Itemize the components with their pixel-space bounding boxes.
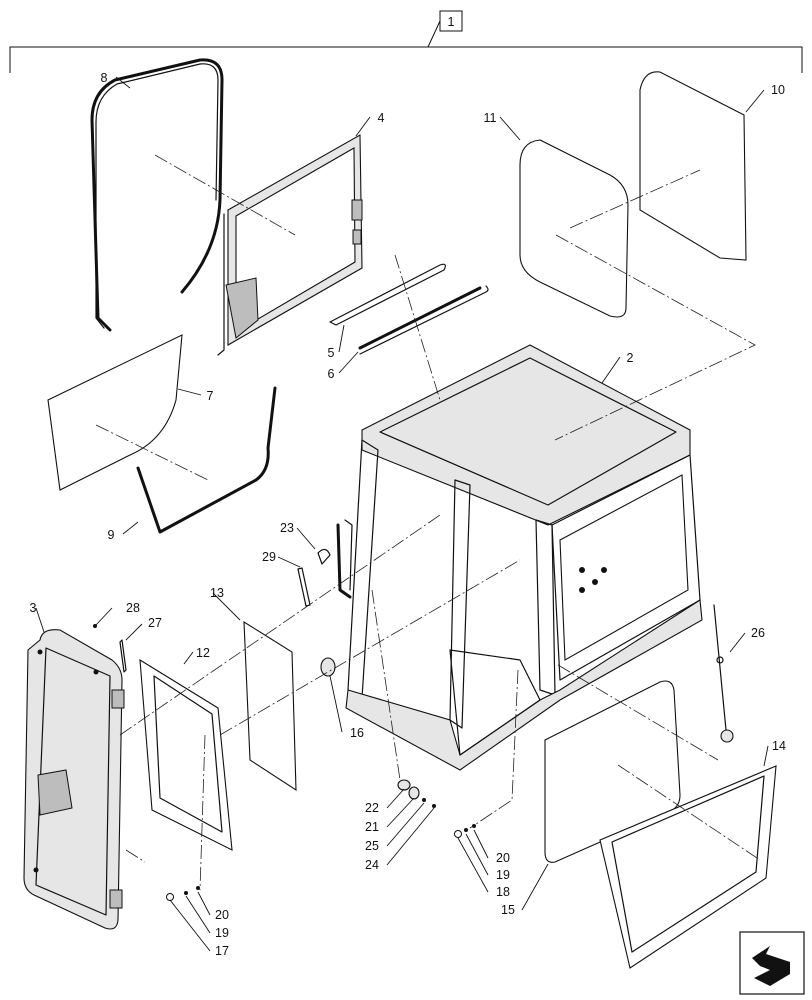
- cab-door: [23, 629, 125, 930]
- callout-12: 12: [196, 646, 210, 660]
- cab-frame: [336, 344, 703, 771]
- rear-glass-panel: [639, 71, 747, 261]
- rear-glass: [519, 139, 629, 318]
- door-lower-glass-seal: [136, 386, 277, 534]
- callout-15: 15: [501, 903, 515, 917]
- glass-slider-seal: [358, 285, 489, 355]
- callout-10: 10: [771, 83, 785, 97]
- assembly-bracket: 1: [9, 10, 803, 73]
- leader-lines: [35, 76, 769, 952]
- centerlines: [95, 154, 761, 891]
- callout-6: 6: [328, 367, 335, 381]
- callout-labels: 8 4 10 11 2 5 6 7 9 23 29 3 28 27 13 12 …: [30, 71, 786, 958]
- callout-18: 18: [496, 885, 510, 899]
- rear-lower-glass-panel: [599, 765, 777, 969]
- callout-28: 28: [126, 601, 140, 615]
- callout-9: 9: [108, 528, 115, 542]
- callout-21: 21: [365, 820, 379, 834]
- callout-16: 16: [350, 726, 364, 740]
- door-window-frame: [217, 134, 363, 356]
- wiper-rod: [713, 604, 734, 743]
- grommet: [320, 657, 336, 677]
- door-glass-seal: [90, 58, 224, 332]
- assembly-label: 1: [448, 15, 455, 29]
- callout-13: 13: [210, 586, 224, 600]
- door-lower-glass: [47, 334, 183, 491]
- callout-17: 17: [215, 944, 229, 958]
- side-glass-panel: [139, 658, 233, 851]
- strip: [297, 567, 311, 607]
- fasteners-lower-left: [166, 886, 200, 901]
- clip: [317, 548, 331, 565]
- callout-2: 2: [627, 351, 634, 365]
- rear-lower-glass: [544, 680, 681, 863]
- callout-23: 23: [280, 521, 294, 535]
- callout-3: 3: [30, 601, 37, 615]
- callout-11: 11: [484, 111, 497, 125]
- callout-24: 24: [365, 858, 379, 872]
- callout-20b: 20: [496, 851, 510, 865]
- callout-19b: 19: [496, 868, 510, 882]
- callout-5: 5: [328, 346, 335, 360]
- callout-4: 4: [378, 111, 385, 125]
- callout-29: 29: [262, 550, 276, 564]
- callout-22: 22: [365, 801, 379, 815]
- small-strip: [119, 639, 127, 673]
- callout-26: 26: [751, 626, 765, 640]
- callout-14: 14: [772, 739, 786, 753]
- callout-19a: 19: [215, 926, 229, 940]
- callout-8: 8: [101, 71, 108, 85]
- fasteners-center: [397, 779, 436, 808]
- callout-7: 7: [207, 389, 214, 403]
- callout-20a: 20: [215, 908, 229, 922]
- callout-27: 27: [148, 616, 162, 630]
- arrow-navigation-icon: [739, 931, 805, 995]
- glass-slider-strip: [329, 263, 446, 326]
- callout-25: 25: [365, 839, 379, 853]
- fasteners-lower-middle: [454, 824, 476, 838]
